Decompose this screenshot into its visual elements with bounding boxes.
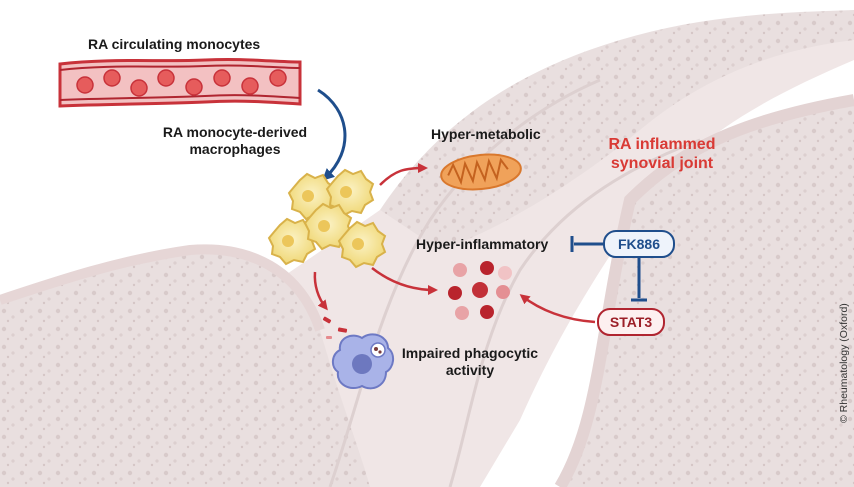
macrophages-label-line1: RA monocyte-derived — [162, 124, 308, 140]
phagocyte-icon — [332, 333, 394, 390]
cytokine-cluster-icon — [448, 261, 512, 320]
impaired-label-line1: Impaired phagocytic — [401, 345, 539, 361]
macrophages-label: RA monocyte-derived macrophages — [160, 124, 310, 158]
joint-label-line2: synovial joint — [610, 155, 714, 172]
fk886-inhibits-stat3 — [631, 257, 647, 302]
stat3-box — [597, 308, 665, 336]
monocyte-cells — [76, 69, 287, 97]
arrow-to-phagocytic — [313, 271, 328, 311]
hyper-metabolic-label: Hyper-metabolic — [431, 126, 541, 142]
macrophages-label-line2: macrophages — [189, 141, 281, 157]
hyper-inflammatory-label: Hyper-inflammatory — [416, 236, 549, 252]
impaired-label-line2: activity — [445, 362, 495, 378]
arrow-stat3-to-inflammatory — [519, 294, 596, 324]
fk886-label: FK886 — [617, 236, 661, 252]
differentiation-arrow — [317, 88, 347, 181]
mitochondrion-icon — [440, 153, 522, 191]
circulating-monocytes-label: RA circulating monocytes — [88, 36, 261, 52]
macrophage-nuclei — [282, 186, 364, 250]
arrow-to-inflammatory — [371, 267, 438, 295]
fk886-inhibits-inflammatory — [570, 236, 604, 252]
copyright-text: © Rheumatology (Oxford) — [838, 303, 850, 423]
joint-background — [0, 10, 854, 487]
joint-label-line1: RA inflammed — [608, 136, 716, 153]
impaired-phagocytic-label: Impaired phagocytic activity — [392, 345, 548, 379]
joint-label: RA inflammed synovial joint — [598, 135, 726, 173]
stat3-label: STAT3 — [609, 314, 653, 330]
debris-fragments — [322, 316, 348, 339]
blood-vessel — [58, 57, 302, 108]
copyright-vertical: © Rheumatology (Oxford) — [836, 8, 850, 428]
arrow-to-metabolic — [379, 163, 428, 186]
